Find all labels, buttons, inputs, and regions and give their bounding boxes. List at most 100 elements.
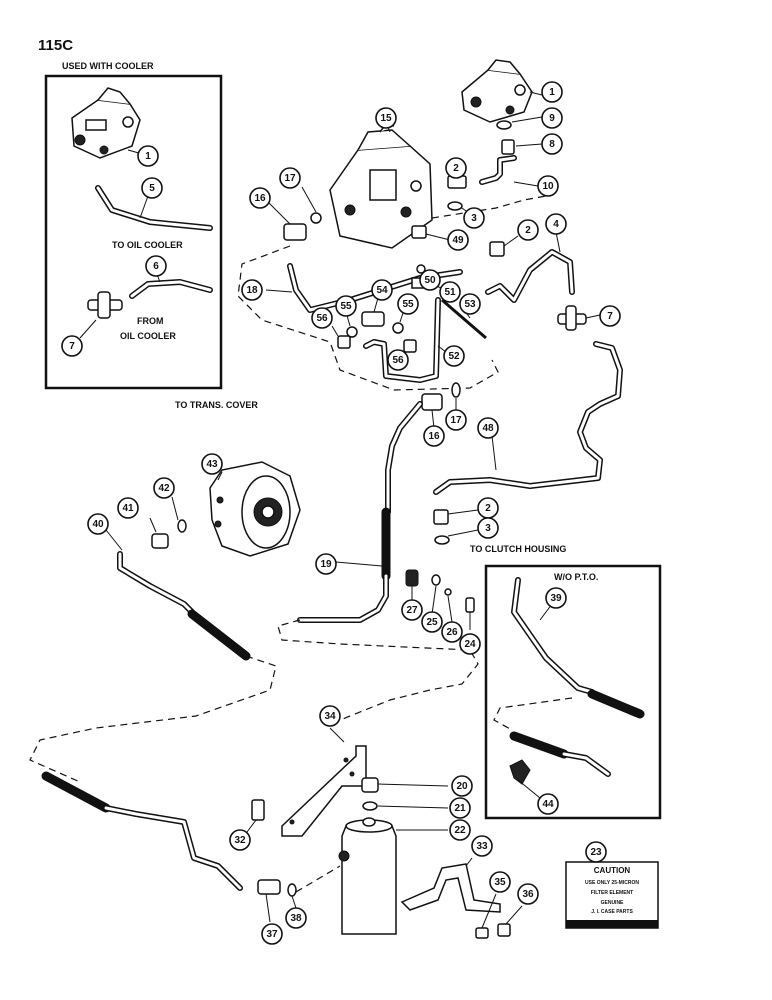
callout-49: 49 [447, 229, 469, 251]
callout-3: 3 [477, 517, 499, 539]
callout-25: 25 [421, 611, 443, 633]
page-code: 115C [38, 37, 73, 54]
callout-circle [423, 425, 445, 447]
callout-number: 53 [464, 299, 476, 310]
caution-line-3: GENUINE [601, 900, 624, 906]
callout-35: 35 [489, 871, 511, 893]
callout-number: 34 [324, 711, 336, 722]
callout-36: 36 [517, 883, 539, 905]
filter-strap [400, 863, 501, 913]
callout-number: 6 [153, 261, 159, 272]
callout-number: 17 [284, 173, 296, 184]
callout-circle [201, 453, 223, 475]
callout-number: 55 [402, 299, 414, 310]
callout-56: 56 [387, 349, 409, 371]
callout-34: 34 [319, 705, 341, 727]
callout-number: 23 [590, 847, 602, 858]
callout-circle [137, 145, 159, 167]
callout-42: 42 [153, 477, 175, 499]
callout-number: 56 [316, 313, 328, 324]
callout-circle [371, 279, 393, 301]
callout-number: 16 [254, 193, 266, 204]
callout-number: 55 [340, 301, 352, 312]
callout-circle [463, 207, 485, 229]
callout-circle [443, 345, 465, 367]
callout-16: 16 [249, 187, 271, 209]
callout-number: 51 [444, 287, 456, 298]
callout-6: 6 [145, 255, 167, 277]
callout-8: 8 [541, 133, 563, 155]
callout-circle [447, 229, 469, 251]
callout-circle [477, 417, 499, 439]
callout-51: 51 [439, 281, 461, 303]
callout-50: 50 [419, 269, 441, 291]
callout-2: 2 [517, 219, 539, 241]
callout-number: 35 [494, 877, 506, 888]
callout-number: 52 [448, 351, 460, 362]
callout-circle [445, 409, 467, 431]
callout-number: 7 [607, 311, 613, 322]
callout-1: 1 [137, 145, 159, 167]
callout-circle [517, 883, 539, 905]
callout-circle [279, 167, 301, 189]
callout-circle [459, 293, 481, 315]
callout-5: 5 [141, 177, 163, 199]
callout-2: 2 [445, 157, 467, 179]
callout-circle [241, 279, 263, 301]
callout-circle [311, 307, 333, 329]
callout-number: 25 [426, 617, 438, 628]
callout-20: 20 [451, 775, 473, 797]
callout-circle [489, 871, 511, 893]
callout-18: 18 [241, 279, 263, 301]
callout-21: 21 [449, 797, 471, 819]
caution-line-2: FILTER ELEMENT [591, 890, 633, 896]
callout-number: 18 [246, 285, 258, 296]
callout-circle [387, 349, 409, 371]
inset-wo-pto-border [484, 564, 662, 820]
callout-number: 27 [406, 605, 418, 616]
callout-24: 24 [459, 633, 481, 655]
label-oil-cooler: OIL COOLER [120, 331, 176, 341]
callout-number: 54 [376, 285, 388, 296]
callout-19: 19 [315, 553, 337, 575]
inset-wo-pto-title: W/O P.T.O. [554, 572, 598, 582]
callout-circle [599, 305, 621, 327]
callout-circle [449, 797, 471, 819]
callout-number: 10 [542, 181, 554, 192]
callout-1: 1 [541, 81, 563, 103]
callout-number: 17 [450, 415, 462, 426]
callout-number: 7 [69, 341, 75, 352]
callout-circle [441, 621, 463, 643]
callout-number: 56 [392, 355, 404, 366]
callout-number: 32 [234, 835, 246, 846]
callout-circle [315, 553, 337, 575]
callout-number: 49 [452, 235, 464, 246]
callout-54: 54 [371, 279, 393, 301]
callout-3: 3 [463, 207, 485, 229]
callout-circle [517, 219, 539, 241]
caution-decal: CAUTION USE ONLY 25-MICRON FILTER ELEMEN… [565, 861, 659, 929]
callout-38: 38 [285, 907, 307, 929]
callout-number: 1 [145, 151, 151, 162]
callout-27: 27 [401, 599, 423, 621]
callout-7: 7 [599, 305, 621, 327]
callout-circle [145, 255, 167, 277]
caution-title: CAUTION [594, 866, 631, 875]
callout-circle [445, 157, 467, 179]
label-to-oil-cooler: TO OIL COOLER [112, 240, 183, 250]
callout-circle [397, 293, 419, 315]
callout-number: 38 [290, 913, 302, 924]
callout-circle [451, 775, 473, 797]
callout-number: 8 [549, 139, 555, 150]
callout-circle [541, 81, 563, 103]
callout-4: 4 [545, 213, 567, 235]
callout-number: 15 [380, 113, 392, 124]
callout-circle [537, 175, 559, 197]
callout-circle [459, 633, 481, 655]
hydraulic-control-valve [329, 123, 433, 249]
callout-41: 41 [117, 497, 139, 519]
callout-number: 36 [522, 889, 534, 900]
label-from: FROM [137, 316, 164, 326]
callout-55: 55 [335, 295, 357, 317]
callout-23: 23 [585, 841, 607, 863]
